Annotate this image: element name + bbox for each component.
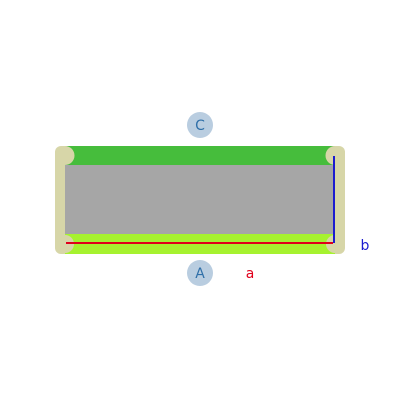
width-label: a	[246, 266, 255, 282]
marker-a-circle	[187, 260, 213, 286]
marker-c-label: C	[195, 118, 205, 134]
marker-c-circle	[187, 112, 213, 138]
roller-bottom-right	[326, 235, 344, 253]
marker-c: C	[187, 112, 213, 138]
body-panel	[65, 160, 335, 240]
height-label: b	[361, 238, 370, 254]
top-strip	[65, 146, 335, 165]
marker-a: A	[187, 260, 213, 286]
roller-top-right	[325, 146, 345, 165]
marker-a-label: A	[195, 266, 205, 282]
roller-bottom-left	[56, 235, 74, 253]
roller-top-left	[55, 146, 75, 165]
